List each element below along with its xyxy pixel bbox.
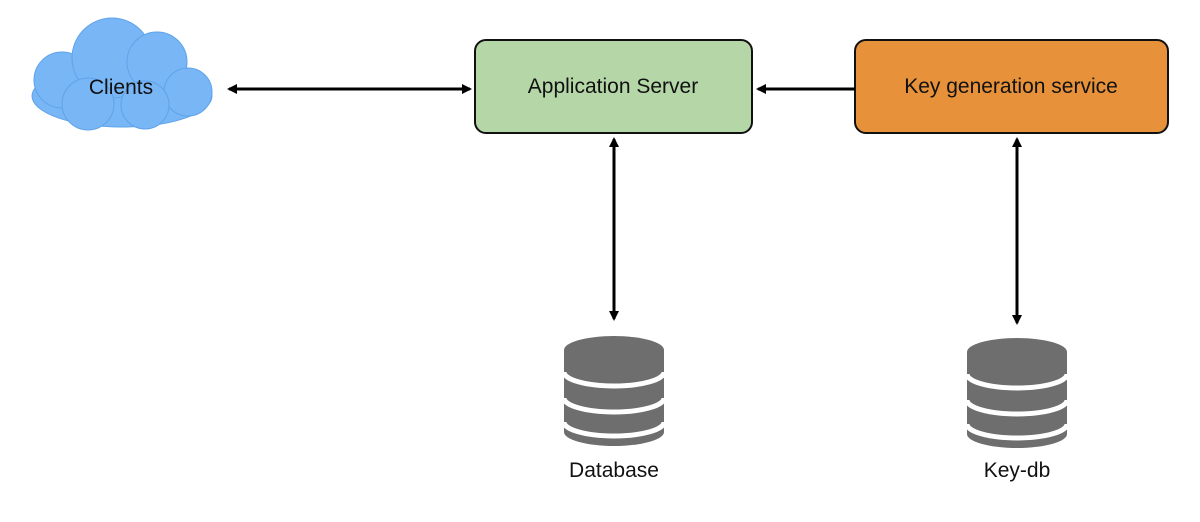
application-server-label: Application Server — [528, 75, 698, 98]
database-node: Database — [561, 336, 667, 482]
application-server-node: Application Server — [474, 39, 753, 134]
database-label: Database — [569, 459, 659, 482]
key-generation-service-node: Key generation service — [854, 39, 1169, 134]
database-icon — [561, 336, 667, 446]
key-db-node: Key-db — [964, 338, 1070, 482]
clients-label: Clients — [89, 76, 153, 99]
key-db-label: Key-db — [984, 459, 1051, 482]
key-generation-service-box — [854, 39, 1169, 134]
application-server-box — [474, 39, 753, 134]
clients-cloud: Clients — [31, 17, 213, 131]
database-icon — [964, 338, 1070, 448]
cloud-icon — [31, 17, 213, 131]
key-generation-service-label: Key generation service — [904, 75, 1118, 98]
